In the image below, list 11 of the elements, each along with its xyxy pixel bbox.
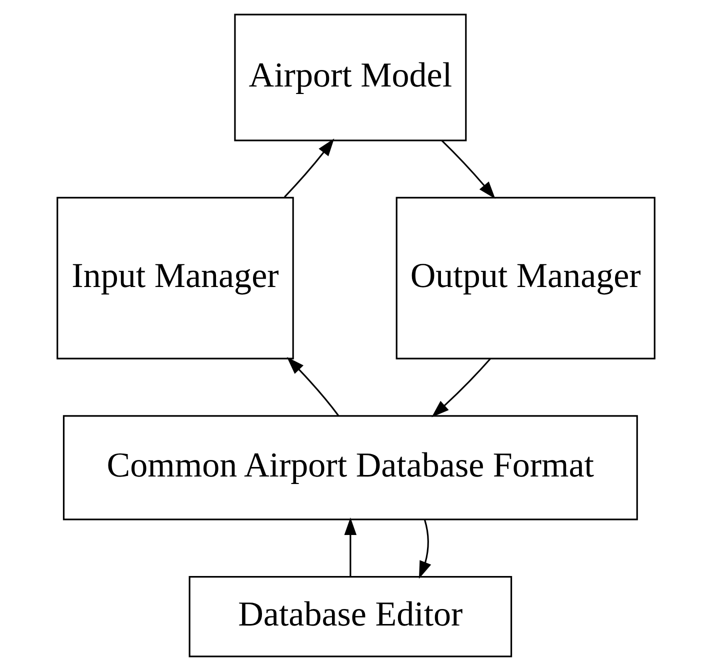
node-box: Input Manager	[56, 196, 294, 360]
arrow	[286, 357, 339, 416]
arrow	[344, 517, 356, 576]
node-box: Common Airport Database Format	[62, 415, 638, 520]
node-box: Airport Model	[234, 14, 466, 142]
node-box: Output Manager	[395, 196, 655, 360]
arrow	[283, 138, 334, 198]
arrow	[440, 140, 495, 199]
arrow	[418, 520, 431, 579]
arrow	[431, 358, 490, 418]
node-box: Database Editor	[188, 576, 512, 658]
